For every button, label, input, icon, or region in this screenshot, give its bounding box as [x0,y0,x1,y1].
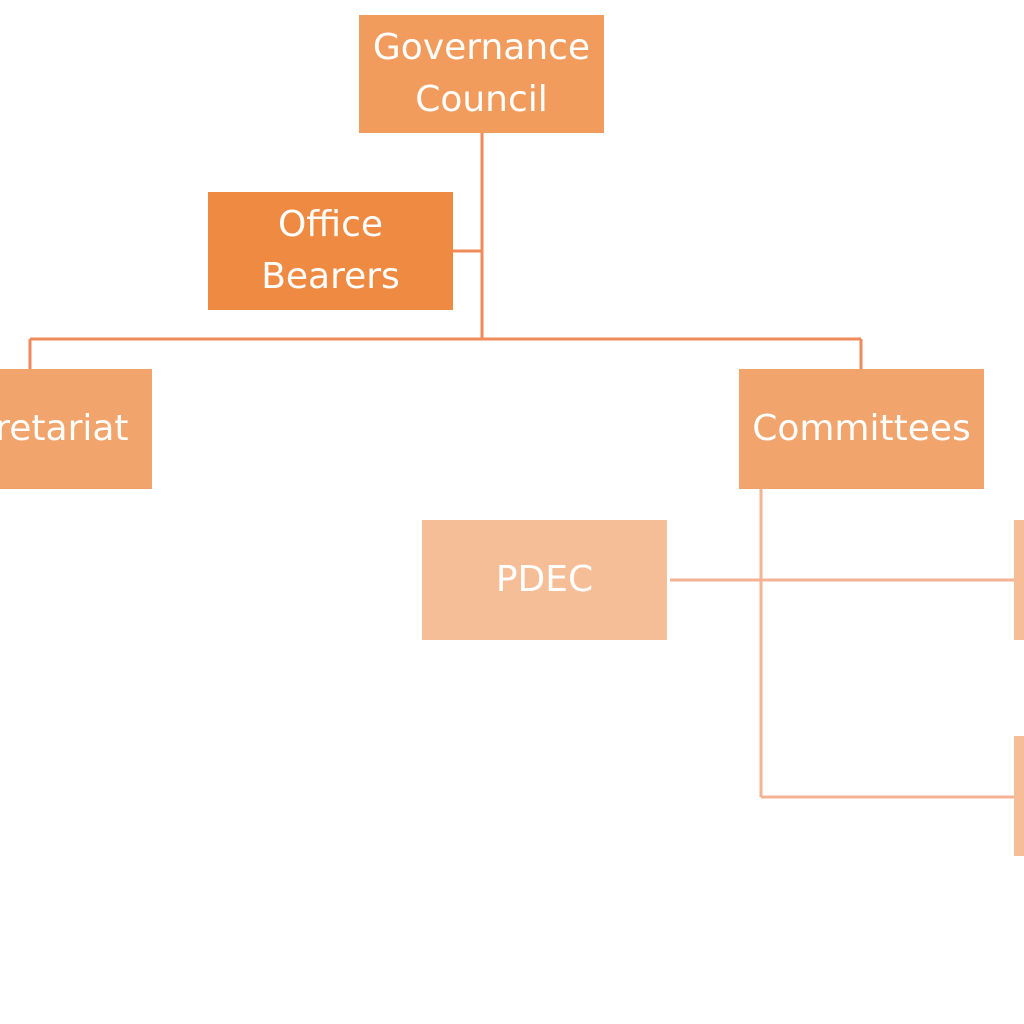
node-governance-council: Governance Council [359,15,604,133]
node-label-office-bearers: Office Bearers [261,204,400,297]
node-label-pdec: PDEC [495,559,594,600]
node-committee-right-1 [1014,520,1024,640]
node-label-governance-council: Governance Council [372,27,591,120]
node-committees: Committees [739,369,984,489]
node-office-bearers: Office Bearers [208,192,453,310]
node-committee-right-2 [1014,736,1024,856]
node-label-secretariat: Secretariat [0,408,129,449]
node-secretariat: Secretariat [0,369,152,489]
node-pdec: PDEC [422,520,667,640]
node-label-committees: Committees [752,408,971,449]
